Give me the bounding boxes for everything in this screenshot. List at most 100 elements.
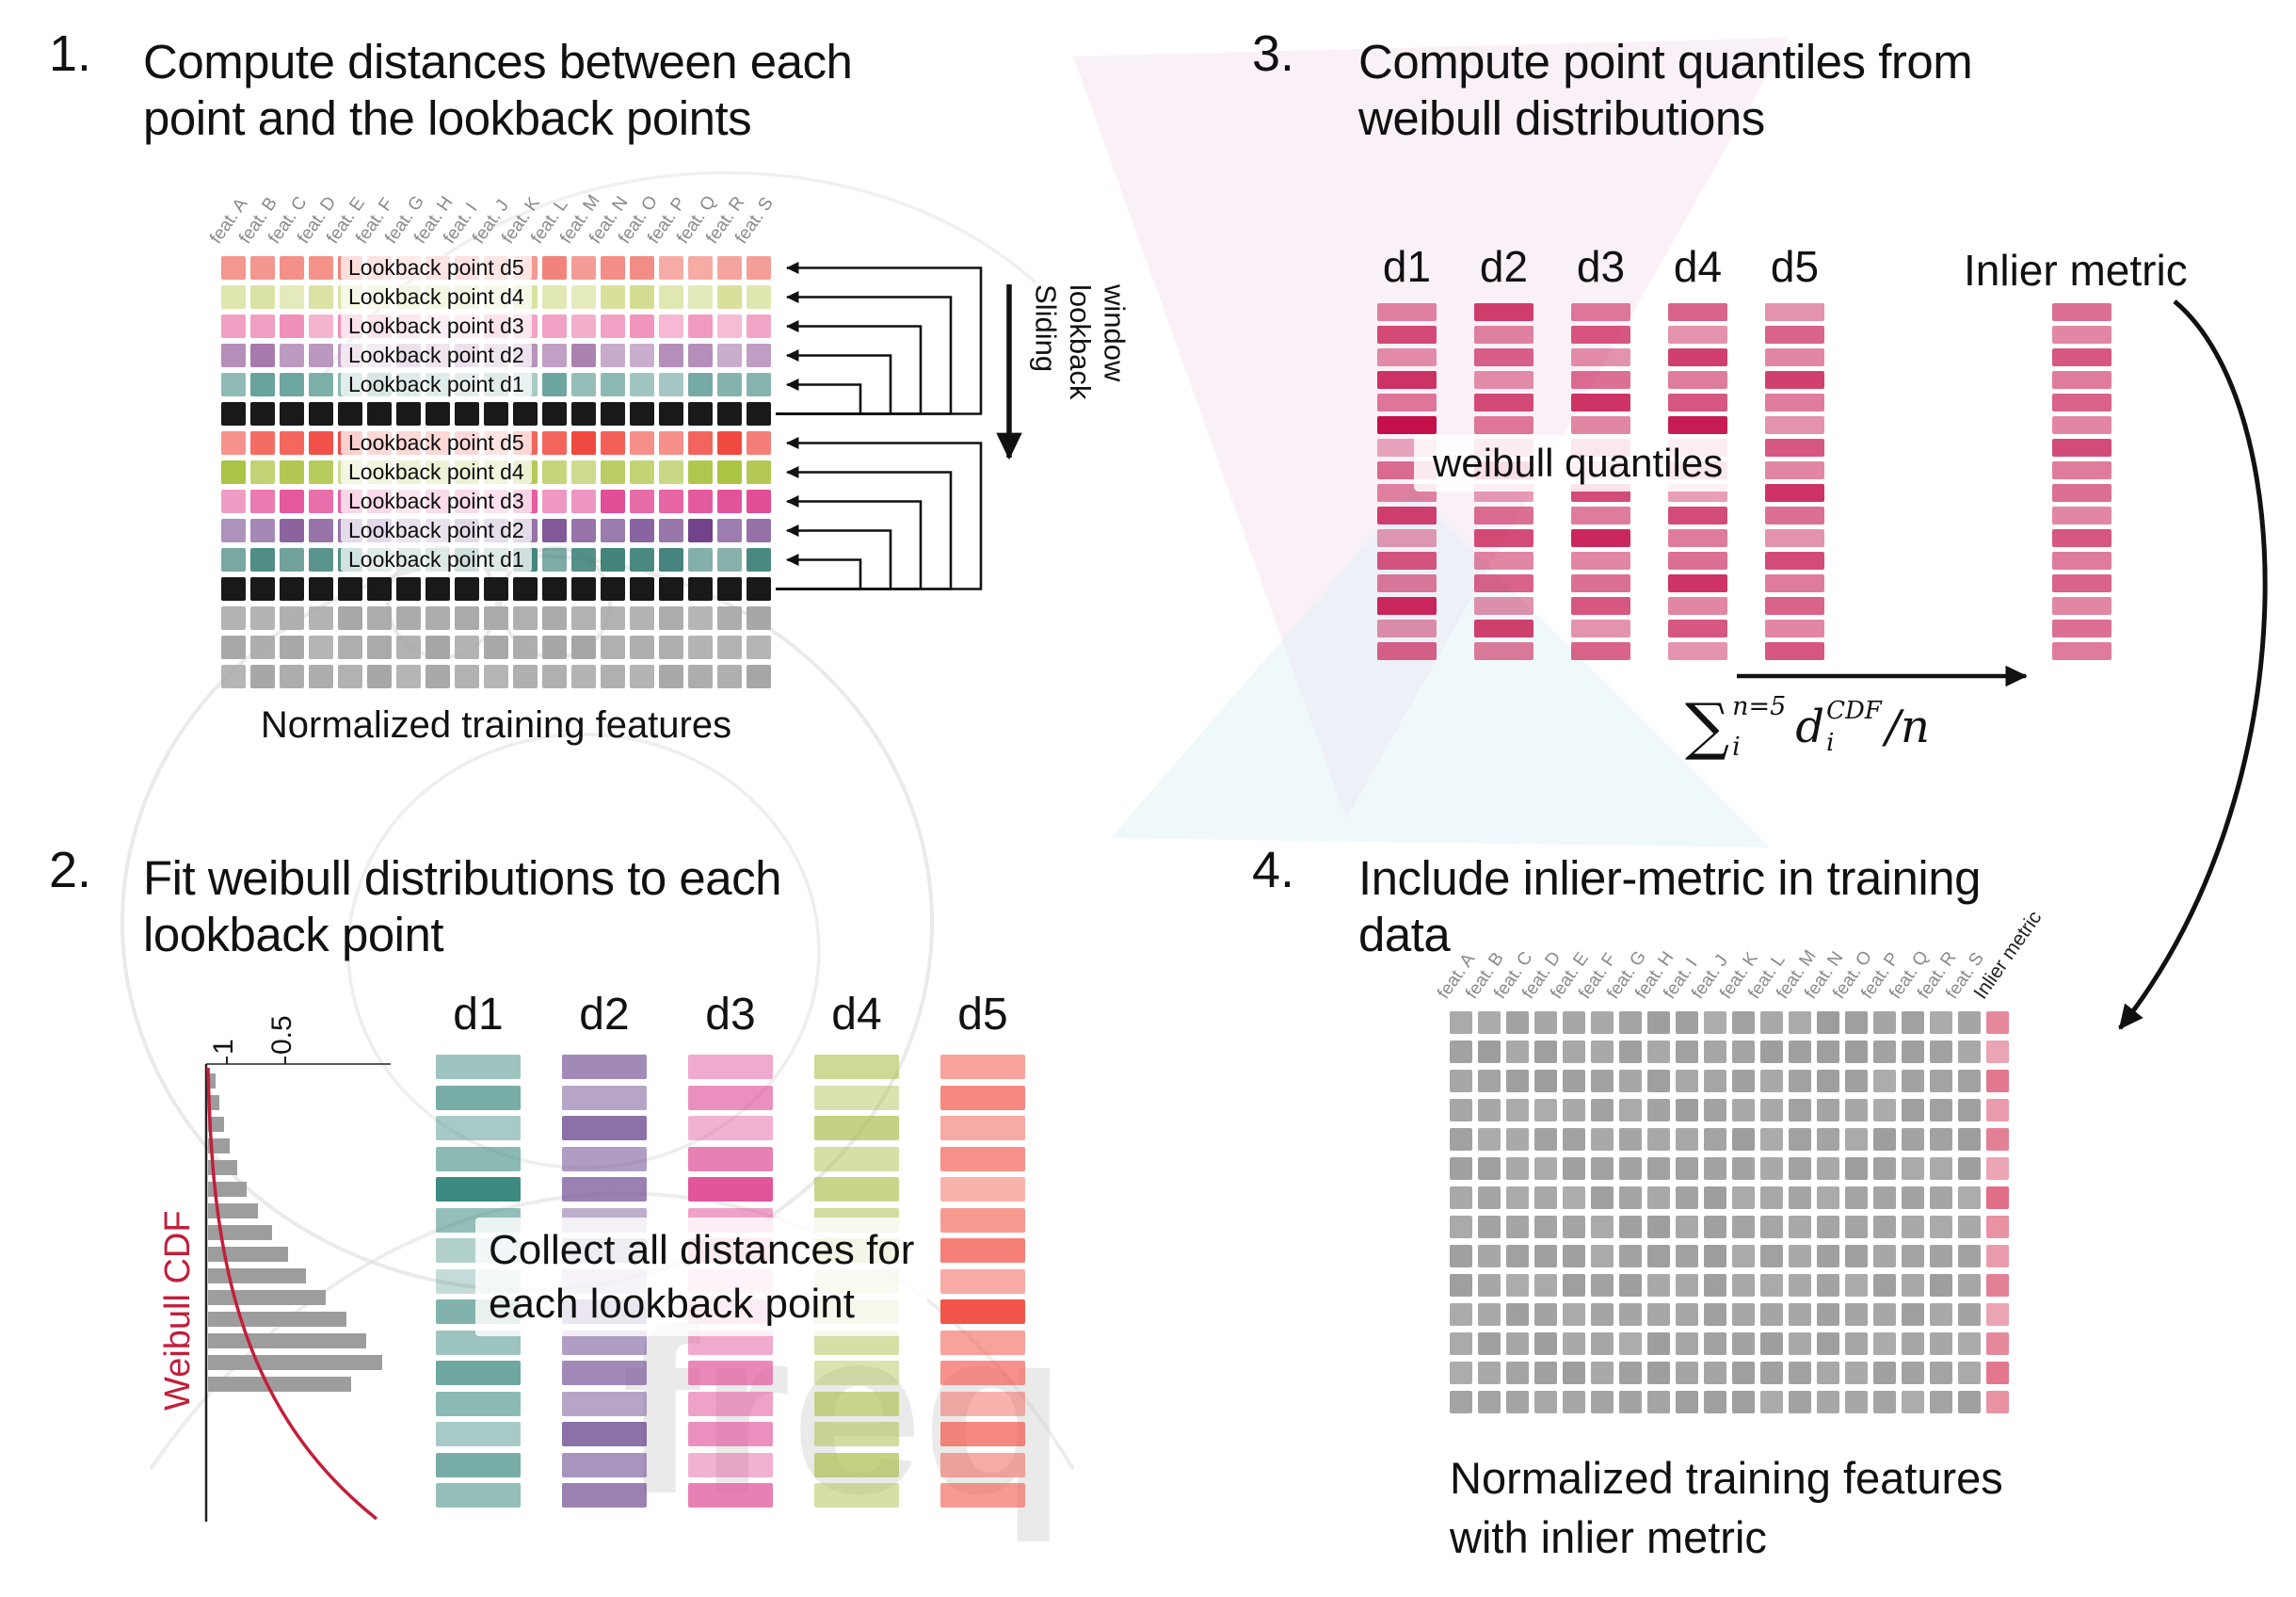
lookback-row-label: Lookback point d1 xyxy=(341,372,532,396)
grid-cell xyxy=(688,636,713,659)
p4-grid-cell xyxy=(1534,1157,1557,1180)
grid-cell xyxy=(571,373,596,396)
step-2-number: 2. xyxy=(49,842,92,898)
quantile-bar xyxy=(1474,552,1533,570)
p4-grid-cell xyxy=(1930,1362,1952,1384)
quantile-bar xyxy=(1377,326,1437,344)
quantile-bar xyxy=(1377,552,1437,570)
quantile-bar xyxy=(1765,597,1824,615)
grid-cell xyxy=(747,577,771,601)
p4-grid-cell xyxy=(1647,1216,1670,1238)
distance-bar xyxy=(814,1177,899,1202)
quantile-bar xyxy=(1377,597,1437,615)
p4-grid-cell xyxy=(1817,1011,1839,1034)
grid-cell xyxy=(542,577,567,601)
grid-cell xyxy=(659,373,683,396)
grid-cell xyxy=(542,256,567,280)
quantile-bar xyxy=(1668,552,1727,570)
p4-grid-cell xyxy=(1450,1040,1472,1063)
p4-grid-cell xyxy=(1902,1186,1924,1209)
distance-bar xyxy=(940,1238,1025,1263)
grid-cell xyxy=(250,256,275,280)
p4-grid-cell xyxy=(1789,1362,1811,1384)
p4-inlier-cell xyxy=(1986,1099,2009,1121)
quantile-bar xyxy=(1571,303,1630,321)
p4-grid-cell xyxy=(1930,1303,1952,1326)
p4-grid-cell xyxy=(1647,1099,1670,1121)
p4-grid-cell xyxy=(1619,1391,1642,1413)
grid-cell xyxy=(542,519,567,542)
p4-grid-cell xyxy=(1563,1099,1585,1121)
p4-grid-cell xyxy=(1534,1099,1557,1121)
grid-cell xyxy=(280,315,304,338)
distance-bar xyxy=(436,1391,521,1416)
p4-grid-cell xyxy=(1873,1216,1896,1238)
p4-grid-cell xyxy=(1930,1157,1952,1180)
step-4-number: 4. xyxy=(1252,842,1295,898)
grid-cell xyxy=(747,636,771,659)
grid-cell xyxy=(367,636,392,659)
p4-grid-cell xyxy=(1789,1216,1811,1238)
grid-cell xyxy=(280,402,304,426)
p4-grid-cell xyxy=(1478,1216,1501,1238)
grid-cell xyxy=(630,460,654,484)
quantile-column-header-d5: d5 xyxy=(1770,242,1820,291)
grid-cell xyxy=(309,315,333,338)
p4-caption: Normalized training features with inlier… xyxy=(1450,1448,2003,1568)
p4-grid-cell xyxy=(1534,1070,1557,1092)
histogram-bar xyxy=(208,1160,237,1175)
grid-cell xyxy=(396,606,421,630)
p4-grid-cell xyxy=(1704,1128,1726,1151)
p4-grid-cell xyxy=(1563,1157,1585,1180)
p4-grid-cell xyxy=(1647,1332,1670,1355)
distance-bar xyxy=(814,1422,899,1446)
p4-inlier-cell xyxy=(1986,1303,2009,1326)
quantile-column-header-d2: d2 xyxy=(1479,242,1529,291)
grid-cell xyxy=(659,577,683,601)
p4-grid-cell xyxy=(1732,1186,1755,1209)
p4-grid-cell xyxy=(1534,1216,1557,1238)
p4-grid-cell xyxy=(1958,1245,1981,1267)
quantile-bar xyxy=(1377,507,1437,524)
p4-grid-cell xyxy=(1930,1332,1952,1355)
p4-grid-cell xyxy=(1647,1245,1670,1267)
grid-cell xyxy=(513,606,538,630)
p4-grid-cell xyxy=(1760,1274,1783,1297)
p4-grid-cell xyxy=(1619,1332,1642,1355)
quantile-bar xyxy=(1571,574,1630,592)
distance-bar xyxy=(562,1055,647,1079)
grid-cell xyxy=(747,665,771,688)
p4-grid-cell xyxy=(1478,1303,1501,1326)
p4-grid-cell xyxy=(1563,1011,1585,1034)
p4-grid-cell xyxy=(1450,1070,1472,1092)
quantile-bar xyxy=(1668,597,1727,615)
grid-cell xyxy=(571,490,596,513)
quantile-bar xyxy=(1668,642,1727,660)
p4-grid-cell xyxy=(1789,1303,1811,1326)
grid-cell xyxy=(250,490,275,513)
p4-grid-cell xyxy=(1619,1362,1642,1384)
quantile-column-header-d4: d4 xyxy=(1673,242,1723,291)
p4-grid-cell xyxy=(1534,1274,1557,1297)
p4-grid-cell xyxy=(1450,1099,1472,1121)
p4-grid-cell xyxy=(1591,1274,1614,1297)
grid-cell xyxy=(455,665,479,688)
step-2-title-line1: Fit weibull distributions to each xyxy=(143,851,782,905)
histogram-bar xyxy=(208,1355,382,1370)
grid-cell xyxy=(455,577,479,601)
distance-bar xyxy=(688,1055,773,1079)
p4-grid-cell xyxy=(1930,1245,1952,1267)
grid-cell xyxy=(396,636,421,659)
distance-bar xyxy=(688,1391,773,1416)
quantile-bar xyxy=(1765,620,1824,637)
p4-grid-cell xyxy=(1676,1303,1698,1326)
grid-cell xyxy=(630,373,654,396)
p4-grid-cell xyxy=(1563,1128,1585,1151)
grid-cell xyxy=(659,665,683,688)
collect-distances-line2: each lookback point xyxy=(489,1281,855,1328)
grid-cell xyxy=(280,344,304,367)
grid-cell xyxy=(542,373,567,396)
grid-cell xyxy=(221,315,246,338)
p4-grid-cell xyxy=(1817,1040,1839,1063)
p4-grid-cell xyxy=(1760,1070,1783,1092)
